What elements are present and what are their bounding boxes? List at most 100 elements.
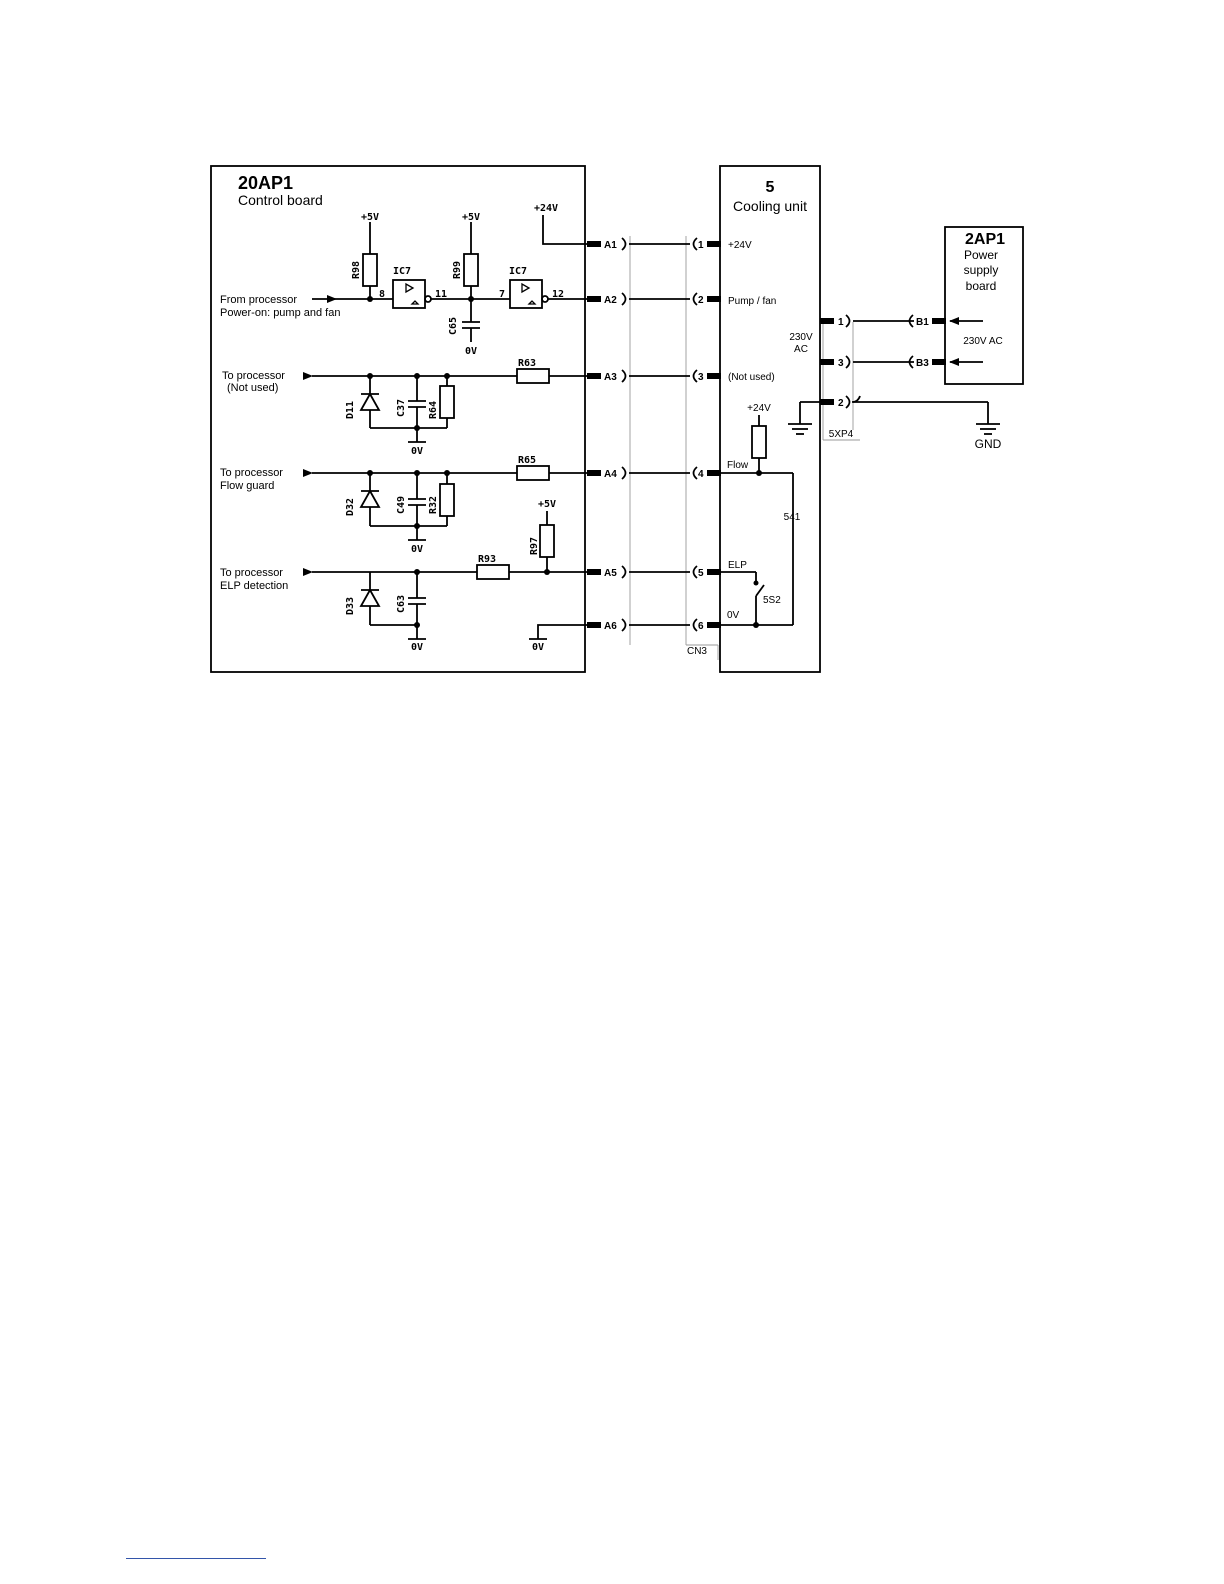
cn3-pin-a1: A1 (604, 240, 617, 251)
xp4-name: 5XP4 (829, 429, 854, 440)
mains-label-2: AC (794, 344, 808, 355)
ic-pin-7: 7 (499, 289, 505, 300)
power-board-frame (944, 226, 1024, 385)
power-board-output: 230V AC (963, 336, 1002, 347)
label-ic7-1: IC7 (393, 266, 411, 277)
signal-pump-fan-2: Power-on: pump and fan (220, 307, 340, 319)
ic-pin-11: 11 (435, 289, 447, 300)
label-r93: R93 (478, 554, 496, 565)
cn3-pin-2: 2 (698, 295, 704, 306)
resistor-r99 (463, 253, 479, 287)
label-ic7-2: IC7 (509, 266, 527, 277)
gnd-label: GND (975, 437, 1002, 451)
cooling-unit-name: Cooling unit (733, 198, 807, 214)
cn3-pin-1: 1 (698, 240, 704, 251)
xp4-pin-2: 2 (838, 398, 844, 409)
supply-24v-a1: +24V (534, 203, 558, 214)
unit-label-pump-fan: Pump / fan (728, 296, 776, 307)
gnd-icon (976, 423, 1000, 435)
resistor-r64 (439, 385, 455, 419)
label-d32: D32 (345, 498, 356, 516)
xp4-pin-b1: B1 (916, 317, 929, 328)
cn3-pin-4: 4 (698, 469, 704, 480)
label-r99: R99 (452, 261, 463, 279)
cn3-pin-3: 3 (698, 372, 704, 383)
unit-label-0v: 0V (727, 610, 740, 621)
resistor-flow (751, 425, 767, 459)
power-board-id: 2AP1 (965, 231, 1005, 248)
cooling-unit-id: 5 (766, 179, 775, 196)
cn3-pin-a4: A4 (604, 469, 617, 480)
ic-pin-12: 12 (552, 289, 564, 300)
label-r32: R32 (428, 496, 439, 514)
diode-d11 (359, 392, 381, 411)
supply-0v-c65: 0V (465, 346, 477, 357)
unit-label-24v: +24V (728, 240, 752, 251)
resistor-r63 (516, 368, 550, 384)
signal-flow-2: Flow guard (220, 480, 274, 492)
label-c65: C65 (448, 317, 459, 335)
supply-0v-row5: 0V (411, 642, 423, 653)
diode-d33 (359, 588, 381, 607)
cn3-pin-a2: A2 (604, 295, 617, 306)
cn3-pin-5: 5 (698, 568, 704, 579)
xp4-pin-1: 1 (838, 317, 844, 328)
cn3-wires (629, 243, 690, 626)
control-board-id: 20AP1 (238, 173, 293, 193)
resistor-r32 (439, 483, 455, 517)
ic7-gate-1 (392, 279, 426, 309)
label-r97: R97 (529, 537, 540, 555)
signal-elp-2: ELP detection (220, 580, 288, 592)
cn3-pin-a3: A3 (604, 372, 617, 383)
label-r63: R63 (518, 358, 536, 369)
resistor-r65 (516, 465, 550, 481)
supply-0v-row3: 0V (411, 446, 423, 457)
supply-5v-r99: +5V (462, 212, 480, 223)
label-r98: R98 (351, 261, 362, 279)
label-c63: C63 (396, 595, 407, 613)
control-board-frame (210, 165, 586, 673)
cooling-unit-frame (719, 165, 821, 673)
label-d11: D11 (345, 401, 356, 419)
power-board-name-3: board (966, 279, 997, 293)
signal-elp-1: To processor (220, 567, 283, 579)
switch-5s2-label: 5S2 (763, 595, 781, 606)
mains-label-1: 230V (789, 332, 813, 343)
cn3-name: CN3 (687, 646, 707, 657)
wire-541: 541 (784, 512, 801, 523)
unit-label-elp: ELP (728, 560, 747, 571)
label-r65: R65 (518, 455, 536, 466)
resistor-r93 (476, 564, 510, 580)
supply-0v-a6: 0V (532, 642, 544, 653)
footnote-divider (126, 1558, 266, 1559)
signal-flow-1: To processor (220, 467, 283, 479)
xp4-pin-3: 3 (838, 358, 844, 369)
label-c49: C49 (396, 496, 407, 514)
label-r64: R64 (428, 401, 439, 419)
signal-not-used-2: (Not used) (227, 382, 278, 394)
supply-0v-row4: 0V (411, 544, 423, 555)
signal-not-used-1: To processor (222, 370, 285, 382)
supply-24v-flow: +24V (747, 403, 771, 414)
ic-pin-8: 8 (379, 289, 385, 300)
xp4-pin-b3: B3 (916, 358, 929, 369)
control-board-name: Control board (238, 192, 323, 208)
resistor-r98 (362, 253, 378, 287)
supply-5v-r97: +5V (538, 499, 556, 510)
supply-5v-r98: +5V (361, 212, 379, 223)
label-d33: D33 (345, 597, 356, 615)
power-board-name-1: Power (964, 248, 998, 262)
diode-d32 (359, 489, 381, 508)
signal-pump-fan-1: From processor (220, 294, 297, 306)
unit-label-not-used: (Not used) (728, 372, 775, 383)
switch-5s2 (755, 584, 765, 597)
chassis-ground-icon (788, 423, 812, 435)
power-board-name-2: supply (964, 263, 999, 277)
cn3-pin-a5: A5 (604, 568, 617, 579)
ic7-gate-2 (509, 279, 543, 309)
resistor-r97 (539, 524, 555, 558)
cn3-pin-6: 6 (698, 621, 704, 632)
cn3-pin-a6: A6 (604, 621, 617, 632)
unit-label-flow: Flow (727, 460, 749, 471)
